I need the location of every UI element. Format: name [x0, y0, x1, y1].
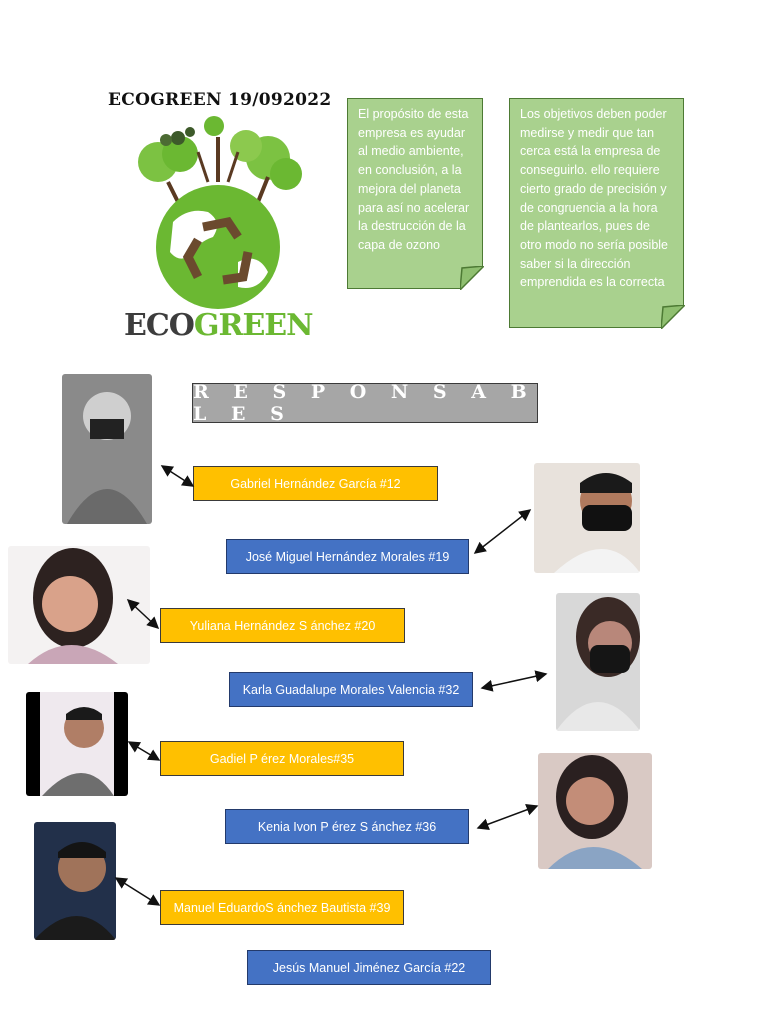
responsable-manuel-eduardo: Manuel EduardoS ánchez Bautista #39 — [160, 890, 404, 925]
arrow-karla — [480, 670, 548, 692]
photo-gabriel — [62, 374, 152, 524]
ecogreen-logo — [118, 112, 318, 352]
objectives-note: Los objetivos deben poder medirse y medi… — [509, 98, 684, 328]
logo-wordmark-green: GREEN — [193, 308, 314, 343]
arrow-gadiel — [127, 741, 161, 761]
responsable-yuliana: Yuliana Hernández S ánchez #20 — [160, 608, 405, 643]
note-fold-icon — [460, 266, 484, 290]
responsables-heading: R E S P O N S A B L E S — [192, 381, 538, 425]
document-title: ECOGREEN 19/092022 — [108, 90, 332, 110]
arrow-manuel-eduardo — [114, 877, 161, 906]
responsable-gadiel: Gadiel P érez Morales#35 — [160, 741, 404, 776]
logo-wordmark: ECOGREEN — [124, 308, 314, 343]
photo-kenia — [538, 753, 652, 869]
photo-yuliana — [8, 546, 150, 664]
arrow-jose-miguel — [473, 509, 532, 554]
responsable-karla: Karla Guadalupe Morales Valencia #32 — [229, 672, 473, 707]
photo-jose-miguel — [534, 463, 640, 573]
photo-manuel-eduardo — [34, 822, 116, 940]
responsable-jose-miguel: José Miguel Hernández Morales #19 — [226, 539, 469, 574]
logo-wordmark-eco: ECO — [124, 308, 195, 343]
photo-gadiel — [26, 692, 128, 796]
arrow-gabriel — [160, 465, 195, 487]
responsable-kenia: Kenia Ivon P érez S ánchez #36 — [225, 809, 469, 844]
responsable-jesus-manuel: Jesús Manuel Jiménez García #22 — [247, 950, 491, 985]
purpose-note: El propósito de esta empresa es ayudar a… — [347, 98, 483, 289]
arrow-kenia — [476, 804, 539, 830]
responsable-gabriel: Gabriel Hernández García #12 — [193, 466, 438, 501]
photo-karla — [556, 593, 640, 731]
note-fold-icon — [661, 305, 685, 329]
